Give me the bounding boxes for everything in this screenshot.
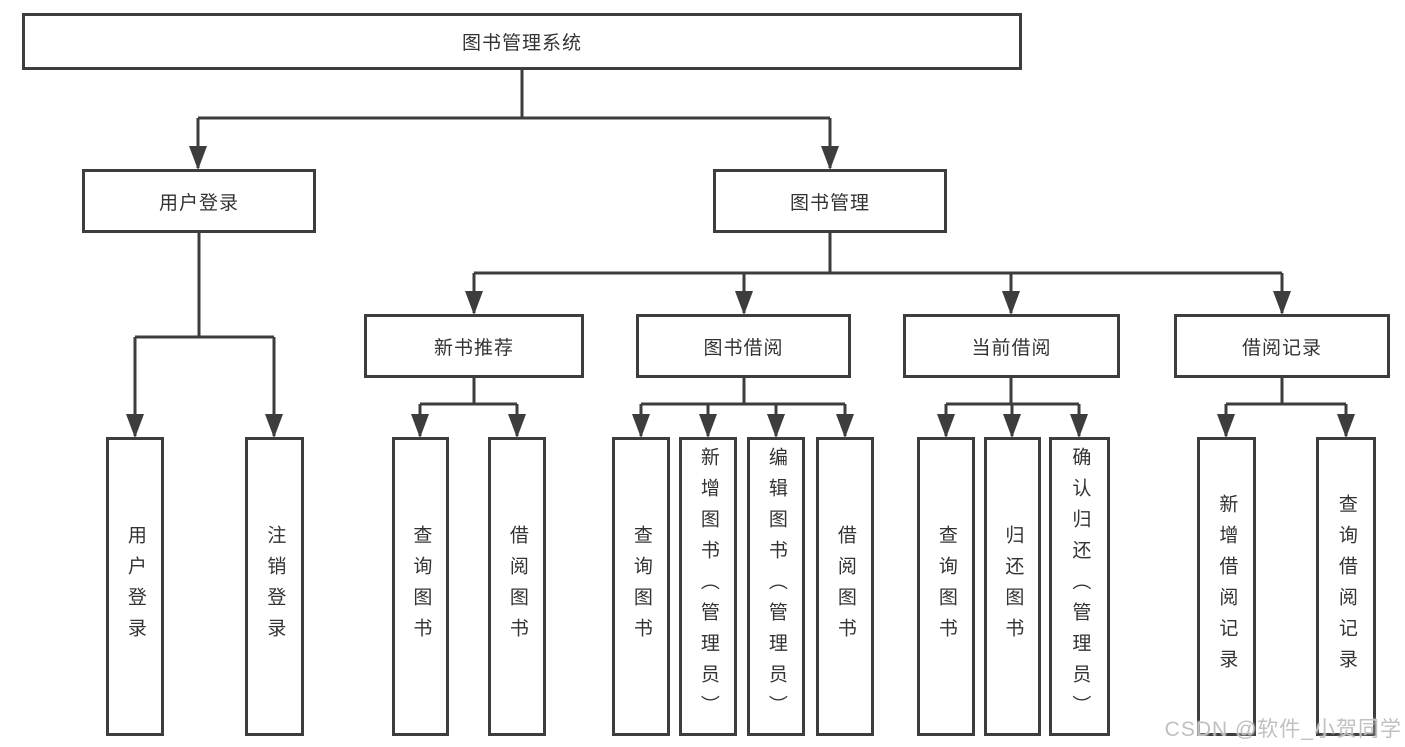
leaf-edit-book-admin-label: 编辑图书（管理员） — [765, 447, 787, 726]
leaf-add-borrow-record-label: 新增借阅记录 — [1216, 493, 1238, 680]
leaf-cb-query-books: 查询图书 — [917, 437, 975, 736]
leaf-nb-borrow-books: 借阅图书 — [488, 437, 546, 736]
leaf-user-login: 用户登录 — [106, 437, 164, 736]
leaf-confirm-return-admin-label: 确认归还（管理员） — [1069, 447, 1091, 726]
leaf-return-books: 归还图书 — [984, 437, 1041, 736]
node-library-management-system: 图书管理系统 — [22, 13, 1022, 70]
leaf-add-book-admin-label: 新增图书（管理员） — [697, 447, 719, 726]
leaf-query-borrow-record-label: 查询借阅记录 — [1335, 493, 1357, 680]
leaf-confirm-return-admin: 确认归还（管理员） — [1049, 437, 1110, 736]
leaf-cb-query-books-label: 查询图书 — [935, 524, 957, 649]
leaf-nb-borrow-books-label: 借阅图书 — [506, 524, 528, 649]
node-book-borrowing: 图书借阅 — [636, 314, 851, 378]
node-new-book-recommendation: 新书推荐 — [364, 314, 584, 378]
leaf-bb-query-books-label: 查询图书 — [630, 524, 652, 649]
leaf-bb-borrow-books: 借阅图书 — [816, 437, 874, 736]
leaf-nb-query-books: 查询图书 — [392, 437, 449, 736]
node-borrowing-records: 借阅记录 — [1174, 314, 1390, 378]
leaf-user-login-label: 用户登录 — [124, 524, 146, 649]
leaf-nb-query-books-label: 查询图书 — [410, 524, 432, 649]
leaf-add-borrow-record: 新增借阅记录 — [1197, 437, 1256, 736]
leaf-query-borrow-record: 查询借阅记录 — [1316, 437, 1376, 736]
leaf-edit-book-admin: 编辑图书（管理员） — [747, 437, 805, 736]
leaf-bb-query-books: 查询图书 — [612, 437, 670, 736]
leaf-bb-borrow-books-label: 借阅图书 — [834, 524, 856, 649]
node-current-borrowing: 当前借阅 — [903, 314, 1120, 378]
csdn-watermark: CSDN @软件_小贺同学 — [1164, 718, 1402, 741]
arrow-down-icons — [126, 146, 1355, 438]
leaf-add-book-admin: 新增图书（管理员） — [679, 437, 737, 736]
leaf-return-books-label: 归还图书 — [1002, 524, 1024, 649]
node-book-management: 图书管理 — [713, 169, 947, 233]
leaf-logout-login: 注销登录 — [245, 437, 304, 736]
node-user-login: 用户登录 — [82, 169, 316, 233]
leaf-logout-login-label: 注销登录 — [264, 524, 286, 649]
